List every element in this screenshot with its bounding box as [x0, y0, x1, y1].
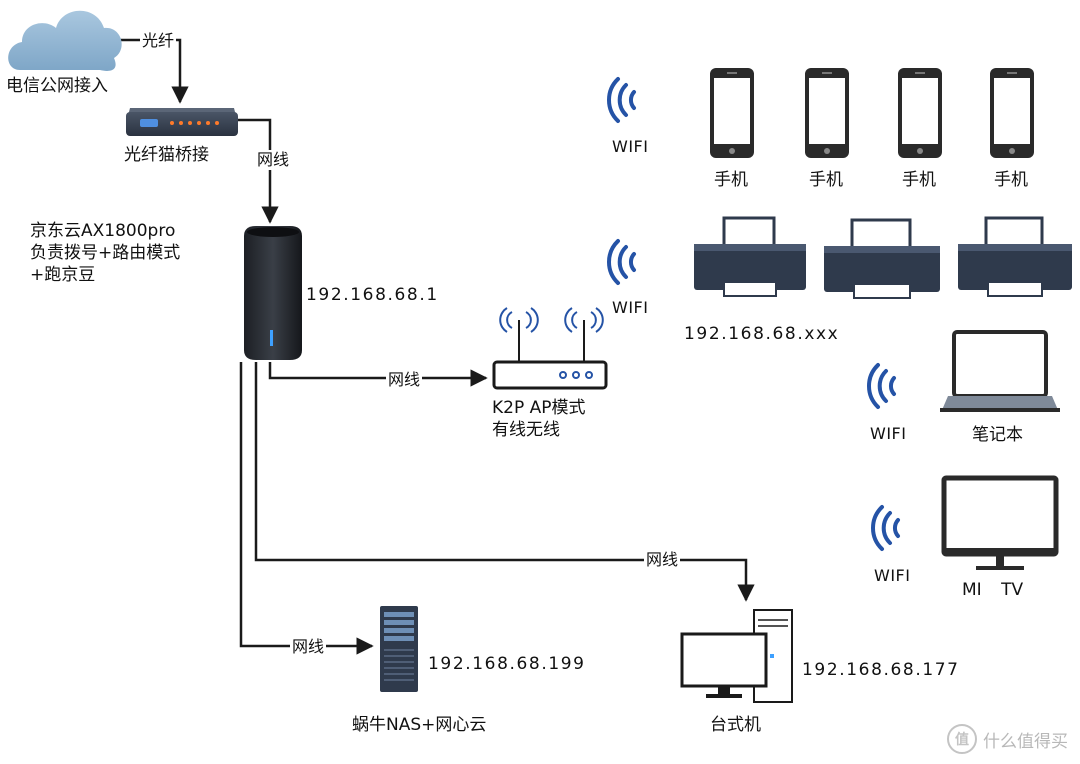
printer-icons — [694, 216, 1072, 299]
printer-icon — [824, 218, 940, 299]
wifi-signal-icon — [607, 77, 636, 123]
phone-label: 手机 — [902, 170, 936, 190]
desktop-ip-label: 192.168.68.177 — [802, 660, 960, 680]
printers-ip-label: 192.168.68.xxx — [684, 324, 840, 344]
nas-server-icon — [380, 606, 418, 692]
phone-icon — [710, 68, 754, 158]
printer-icon — [958, 216, 1072, 297]
nas-ip-label: 192.168.68.199 — [428, 654, 586, 674]
phone-label: 手机 — [994, 170, 1028, 190]
wifi-label: WIFI — [612, 137, 649, 156]
ap-desc-label: 有线无线 — [492, 420, 560, 440]
ap-icon — [492, 307, 608, 390]
router-ip-label: 192.168.68.1 — [306, 285, 439, 305]
phone-icons — [710, 68, 1034, 158]
tv-icon — [941, 475, 1059, 570]
wifi-label: WIFI — [870, 424, 907, 443]
phone-label: 手机 — [809, 170, 843, 190]
tv-label: MI TV — [962, 580, 1024, 600]
wifi-signal-icon — [607, 239, 636, 285]
connections — [112, 38, 755, 655]
fiber-link — [112, 38, 189, 104]
desktop-label: 台式机 — [710, 715, 761, 735]
watermark: 值 什么值得买 — [947, 724, 1068, 754]
router-icon — [244, 226, 302, 360]
phone-icon — [805, 68, 849, 158]
wifi-signal-icon — [867, 363, 896, 409]
ap-mode-label: K2P AP模式 — [492, 398, 586, 418]
printer-icon — [694, 216, 806, 297]
modem-label: 光纤猫桥接 — [124, 145, 209, 165]
ethernet-link-router-desktop — [254, 362, 755, 602]
fiber-link-label: 光纤 — [140, 31, 177, 51]
nas-label: 蜗牛NAS+网心云 — [352, 715, 487, 735]
ethernet-link-label: 网线 — [644, 550, 681, 570]
phone-icon — [990, 68, 1034, 158]
ethernet-link-modem-router — [238, 118, 279, 224]
ethernet-link-label: 网线 — [255, 150, 292, 170]
wifi-signal-icon — [871, 505, 900, 551]
desktop-computer-icon — [680, 609, 793, 703]
router-model-label: 京东云AX1800pro — [30, 221, 176, 241]
phone-label: 手机 — [714, 170, 748, 190]
router-role-label: 负责拨号+路由模式 — [30, 243, 181, 263]
phone-icon — [898, 68, 942, 158]
modem-icon — [126, 108, 238, 136]
wifi-signal-icons — [607, 77, 900, 551]
laptop-icon — [940, 330, 1060, 412]
watermark-badge-icon: 值 — [947, 724, 977, 754]
router-extra-label: +跑京豆 — [30, 265, 96, 285]
wifi-label: WIFI — [874, 566, 911, 585]
ethernet-link-label: 网线 — [290, 637, 327, 657]
laptop-label: 笔记本 — [972, 425, 1023, 445]
ethernet-link-router-nas — [239, 362, 374, 655]
ethernet-link-label: 网线 — [386, 370, 423, 390]
wifi-label: WIFI — [612, 298, 649, 317]
isp-label: 电信公网接入 — [6, 76, 108, 96]
watermark-text: 什么值得买 — [983, 731, 1068, 752]
cloud-icon — [8, 10, 122, 71]
ethernet-link-router-ap — [268, 362, 488, 387]
